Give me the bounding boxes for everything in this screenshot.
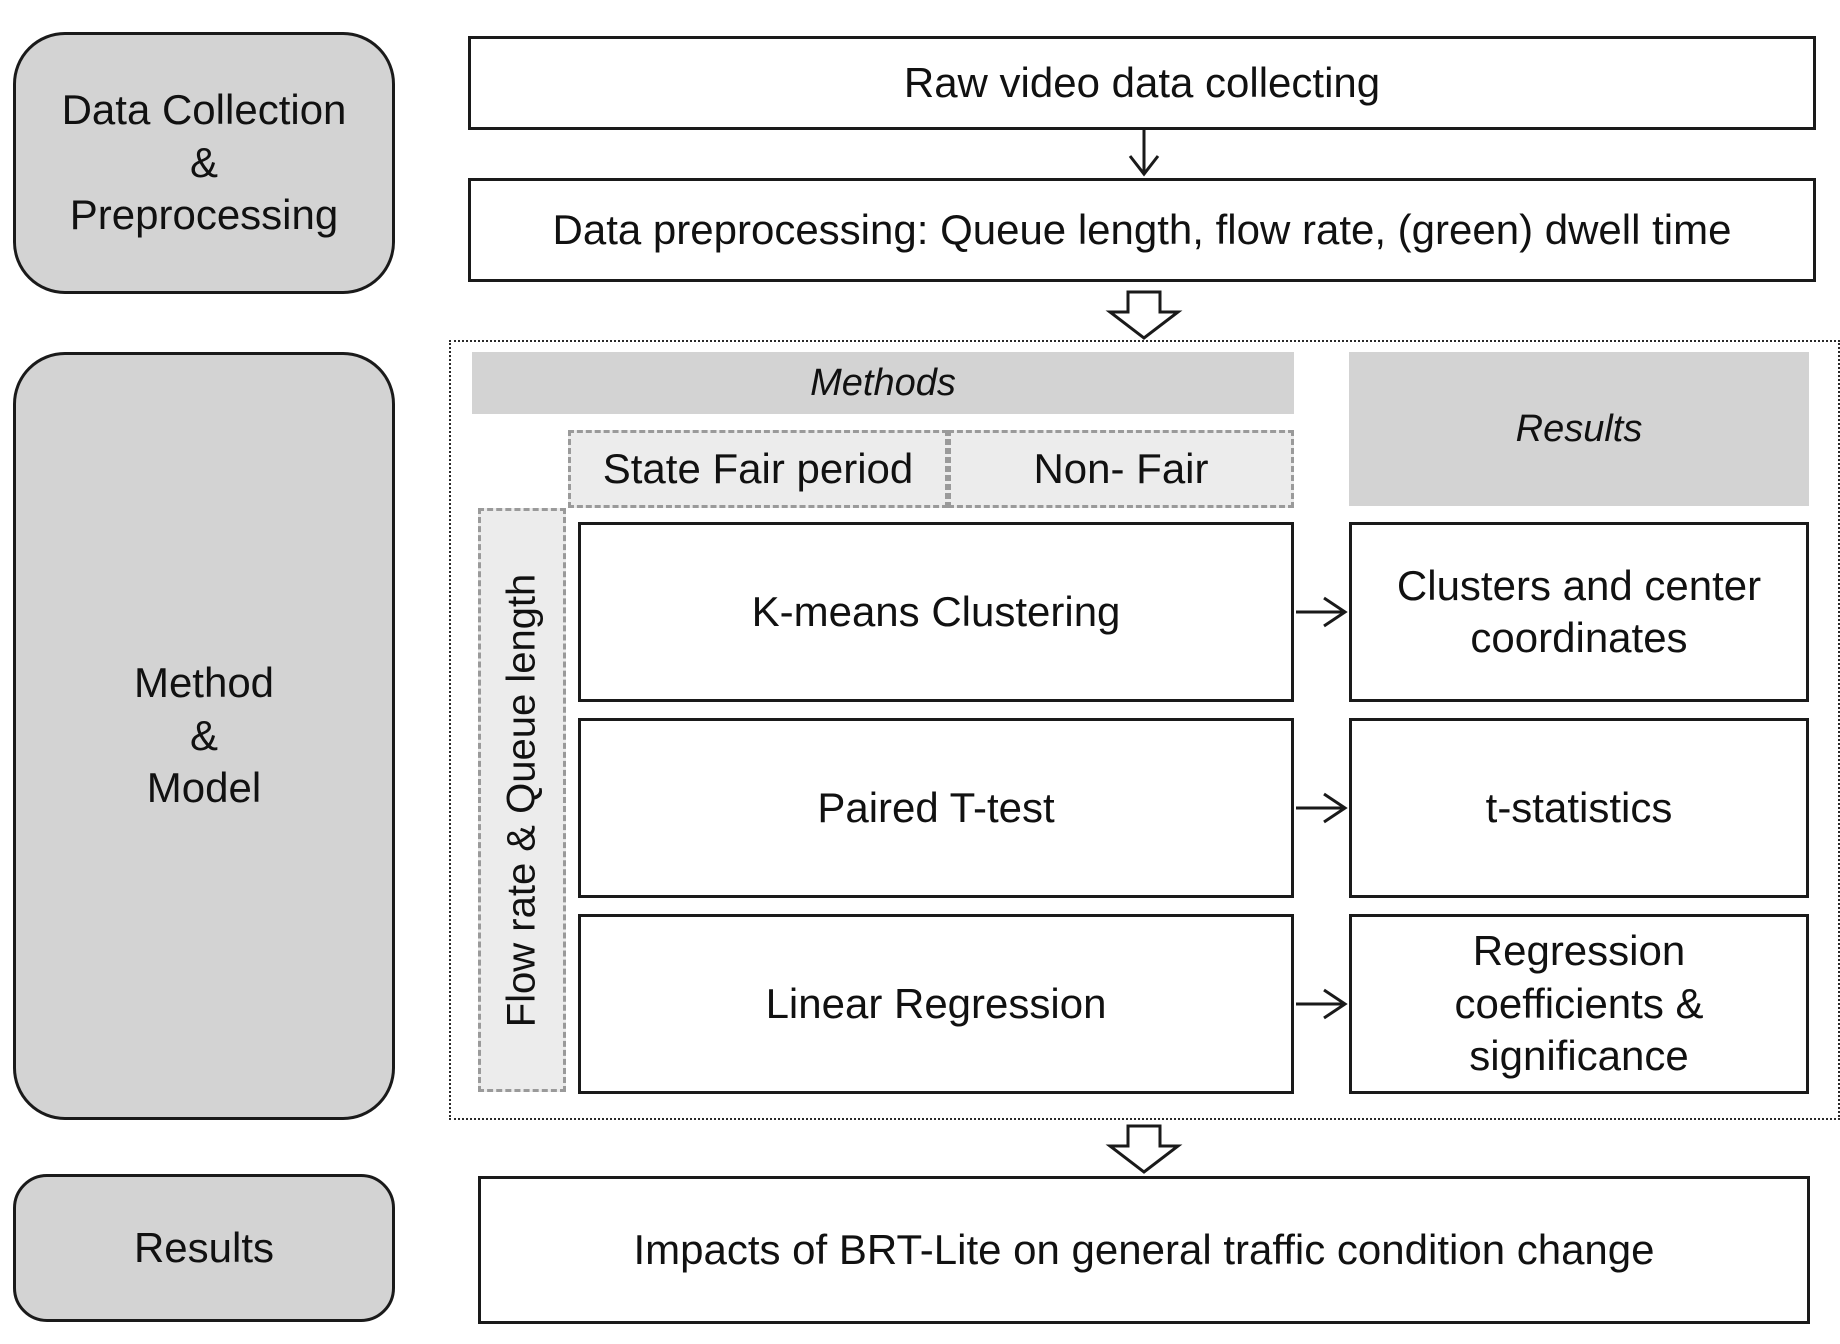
raw-video-box: Raw video data collecting <box>468 36 1816 130</box>
methods-header-label: Methods <box>810 361 956 404</box>
regression-box: Linear Regression <box>578 914 1294 1094</box>
regression-result-line-1: Regression <box>1472 927 1686 975</box>
preprocessing-box: Data preprocessing: Queue length, flow r… <box>468 178 1816 282</box>
stage-method-model-line-3: Model <box>146 764 262 812</box>
ttest-box: Paired T-test <box>578 718 1294 898</box>
methods-header: Methods <box>472 352 1294 414</box>
clusters-result-box: Clusters and center coordinates <box>1349 522 1809 702</box>
ttest-label: Paired T-test <box>817 783 1055 831</box>
stage-method-model-line-1: Method <box>133 659 275 707</box>
clusters-result-line-1: Clusters and center <box>1396 561 1762 609</box>
regression-result-line-3: significance <box>1469 1032 1689 1080</box>
preprocessing-label: Data preprocessing: Queue length, flow r… <box>552 205 1732 253</box>
results-header-label: Results <box>1515 407 1643 450</box>
arrow-raw-to-preprocessing <box>1128 130 1160 177</box>
impacts-box: Impacts of BRT-Lite on general traffic c… <box>478 1176 1810 1324</box>
block-arrow-to-methods <box>1105 290 1183 340</box>
non-fair-cell: Non- Fair <box>948 430 1294 508</box>
variables-cell: Flow rate & Queue length <box>478 508 566 1092</box>
state-fair-label: State Fair period <box>602 445 914 492</box>
kmeans-box: K-means Clustering <box>578 522 1294 702</box>
methods-panel-frame <box>449 340 1840 1120</box>
clusters-result-line-2: coordinates <box>1470 614 1688 661</box>
regression-label: Linear Regression <box>765 979 1107 1027</box>
stage-data-collection-line-2: & <box>189 138 218 186</box>
raw-video-label: Raw video data collecting <box>903 58 1381 106</box>
regression-result-box: Regression coefficients & significance <box>1349 914 1809 1094</box>
tstat-result-box: t-statistics <box>1349 718 1809 898</box>
stage-results: Results <box>13 1174 395 1322</box>
tstat-result-label: t-statistics <box>1485 783 1673 831</box>
stage-method-model-line-2: & <box>189 711 218 759</box>
stage-method-model: Method & Model <box>13 352 395 1120</box>
stage-data-collection: Data Collection & Preprocessing <box>13 32 395 294</box>
regression-result-line-2: coefficients & <box>1454 979 1704 1027</box>
variables-label: Flow rate & Queue length <box>499 573 544 1027</box>
results-header: Results <box>1349 352 1809 506</box>
stage-data-collection-line-1: Data Collection <box>61 86 347 134</box>
state-fair-cell: State Fair period <box>568 430 948 508</box>
kmeans-label: K-means Clustering <box>751 587 1121 635</box>
stage-results-label: Results <box>133 1223 275 1271</box>
non-fair-label: Non- Fair <box>1033 445 1209 492</box>
block-arrow-to-impacts <box>1105 1124 1183 1174</box>
stage-data-collection-line-3: Preprocessing <box>69 191 339 239</box>
impacts-label: Impacts of BRT-Lite on general traffic c… <box>633 1225 1655 1273</box>
